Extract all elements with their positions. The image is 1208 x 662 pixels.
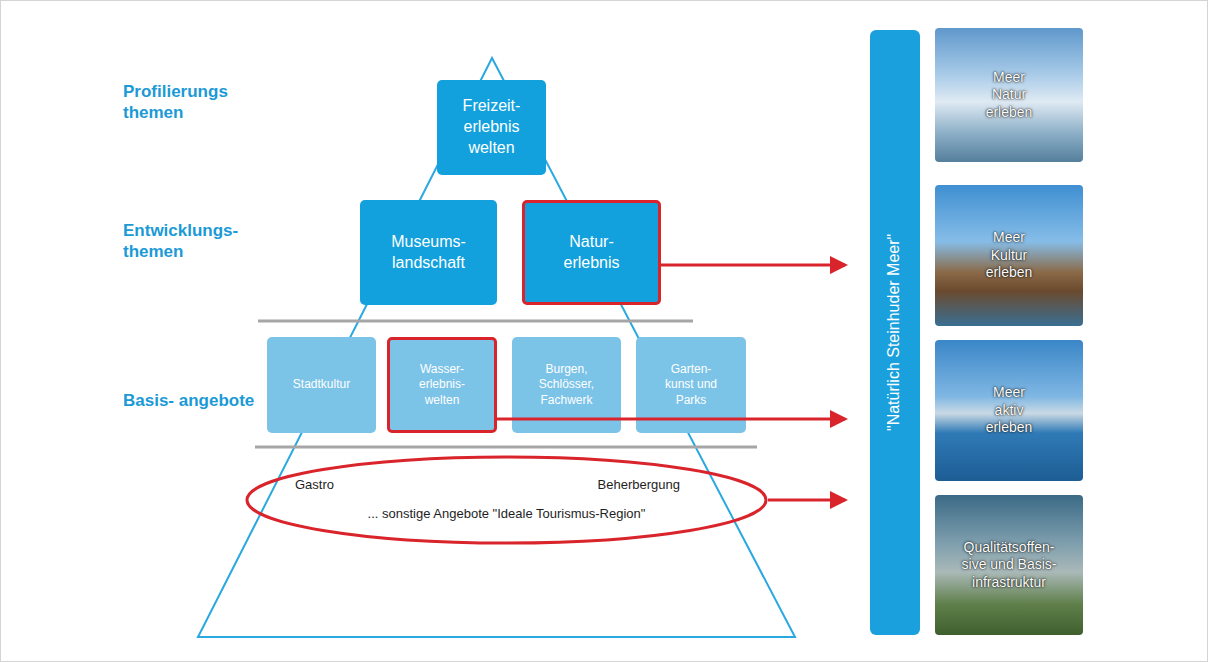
node-text: Burgen, Schlösser, Fachwerk xyxy=(534,362,600,409)
level-label: Profilierungs themen xyxy=(123,82,263,123)
arrow-connector xyxy=(661,264,845,267)
node-text: Wasser- erlebnis- welten xyxy=(411,362,473,409)
arrow-connector xyxy=(497,418,845,421)
node-text: Beherbergung xyxy=(598,477,680,494)
node-text: Museums- landschaft xyxy=(379,232,479,274)
photo-caption: Qualitätsoffen- sive und Basis- infrastr… xyxy=(957,539,1061,592)
level-label-slot: Basis- angebote xyxy=(123,391,263,412)
photo-caption: Meer Kultur erleben xyxy=(978,229,1040,282)
node-text: Stadtkultur xyxy=(282,377,362,393)
separator-line xyxy=(255,446,757,449)
theme-box: Freizeit- erlebnis welten xyxy=(437,80,546,175)
level-label: Entwicklungs- themen xyxy=(123,221,263,262)
highlighted-theme-box: Natur- erlebnis xyxy=(522,200,661,305)
highlighted-topic-box: Wasser- erlebnis- welten xyxy=(387,337,497,433)
theme-box: Museums- landschaft xyxy=(360,200,497,305)
node-text: ... sonstige Angebote "Ideale Tourismus-… xyxy=(368,506,646,523)
node-text: Natur- erlebnis xyxy=(550,232,634,274)
slogan-text: "Natürlich Steinhuder Meer" xyxy=(885,234,906,431)
basis-ellipse: Gastro Beherbergung ... sonstige Angebote … xyxy=(245,455,768,545)
slogan-bar: "Natürlich Steinhuder Meer" xyxy=(870,30,920,635)
level-label-slot: Profilierungs themen xyxy=(123,82,263,123)
topic-box: Stadtkultur xyxy=(267,337,376,433)
level-label-slot: Entwicklungs- themen xyxy=(123,221,263,262)
photo-caption: Meer aktiv erleben xyxy=(978,384,1040,437)
photo-caption: Meer Natur erleben xyxy=(978,69,1040,122)
node-text: Freizeit- erlebnis welten xyxy=(450,96,534,158)
photo-tile: Meer aktiv erleben xyxy=(935,340,1083,481)
level-label: Basis- angebote xyxy=(123,391,263,412)
photo-tile: Qualitätsoffen- sive und Basis- infrastr… xyxy=(935,495,1083,635)
node-text: Garten- kunst und Parks xyxy=(658,362,724,409)
separator-line xyxy=(258,320,693,323)
photo-tile: Meer Natur erleben xyxy=(935,28,1083,162)
ellipse-shape xyxy=(247,457,766,543)
photo-tile: Meer Kultur erleben xyxy=(935,185,1083,326)
arrow-connector xyxy=(768,499,845,502)
ellipse-outline xyxy=(245,455,768,545)
pyramid-outline xyxy=(198,58,795,637)
node-text: Gastro xyxy=(295,477,334,494)
